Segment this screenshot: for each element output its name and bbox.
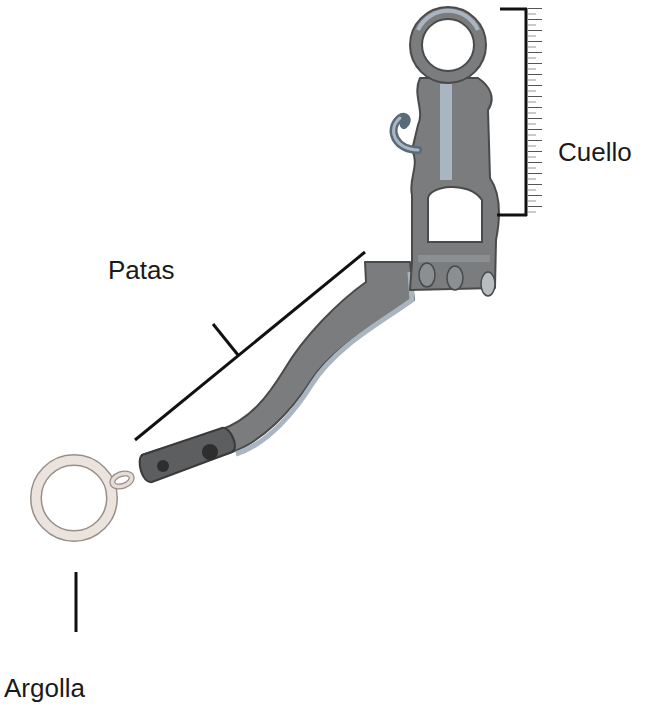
ring [36,460,133,536]
shank-neck [394,78,499,296]
part-label: Cuello [558,138,632,168]
part-label: Patas [108,256,175,286]
shank-leg [140,262,414,482]
part-label: Argolla [4,674,85,704]
top-ring [410,7,486,83]
leader-line [75,572,78,632]
dimension-bracket [497,8,542,216]
